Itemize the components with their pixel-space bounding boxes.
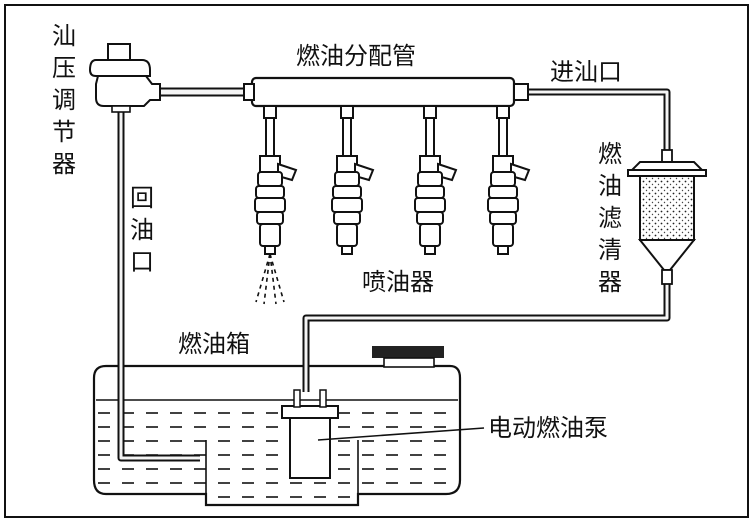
return-line-label: 回 油 口 xyxy=(130,184,154,276)
pump-leader-line xyxy=(317,427,485,441)
injectors-label: 喷油器 xyxy=(362,268,434,296)
filter-label-char-1: 油 xyxy=(598,172,622,200)
filter-label-char-0: 燃 xyxy=(598,140,622,168)
pressure-regulator xyxy=(88,43,161,113)
return-line-label-char-0: 回 xyxy=(130,184,154,212)
filter-label-char-4: 器 xyxy=(598,268,622,296)
return-line-label-char-1: 油 xyxy=(130,216,154,244)
regulator-label: 汕 压 调 节 器 xyxy=(52,22,76,178)
regulator-label-char-0: 汕 xyxy=(52,22,76,50)
injector xyxy=(254,105,298,255)
regulator-label-char-4: 器 xyxy=(52,150,76,178)
fuel-filter xyxy=(627,149,707,285)
electric-fuel-pump xyxy=(281,389,339,479)
regulator-label-char-2: 调 xyxy=(52,86,76,114)
regulator-label-char-3: 节 xyxy=(52,118,76,146)
fuel-spray xyxy=(255,253,285,305)
return-line-label-char-2: 口 xyxy=(130,248,154,276)
fuel-tank xyxy=(92,346,462,507)
injector-group xyxy=(254,105,531,255)
pump-label: 电动燃油泵 xyxy=(488,414,608,442)
tank-filler-cap xyxy=(372,346,444,358)
regulator-label-char-1: 压 xyxy=(52,54,76,82)
tank-label: 燃油箱 xyxy=(178,330,250,358)
filter-label: 燃 油 滤 清 器 xyxy=(598,140,622,296)
inlet-label: 进汕口 xyxy=(550,58,622,86)
fuel-rail-label: 燃油分配管 xyxy=(296,42,416,70)
injector xyxy=(487,105,531,255)
fuel-rail xyxy=(243,76,529,108)
filter-label-char-3: 清 xyxy=(598,236,622,264)
injector xyxy=(331,105,375,255)
filter-label-char-2: 滤 xyxy=(598,204,622,232)
injector xyxy=(414,105,458,255)
